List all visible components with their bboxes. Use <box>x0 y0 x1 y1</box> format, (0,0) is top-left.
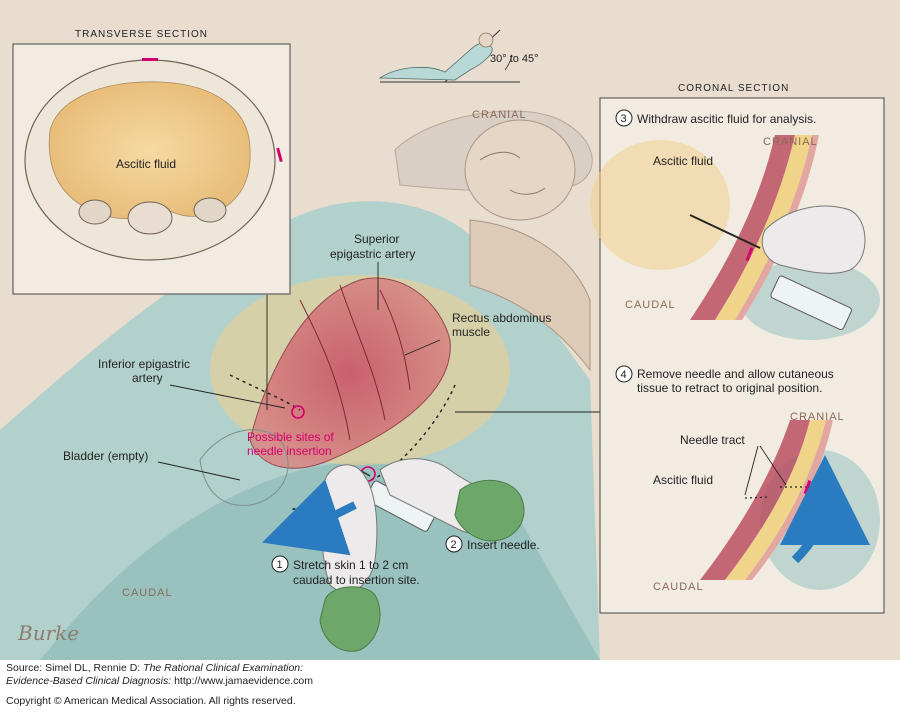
source-citation: Source: Simel DL, Rennie D: The Rational… <box>6 662 313 687</box>
svg-text:3: 3 <box>621 113 627 125</box>
transverse-title: TRANSVERSE SECTION <box>75 29 208 40</box>
bladder-label: Bladder (empty) <box>63 449 148 463</box>
leader-lines <box>157 262 600 481</box>
patient-position-inset: 30° to 45° <box>378 29 539 83</box>
needle-tract-dotted <box>744 486 808 499</box>
upper-needle <box>689 214 761 249</box>
ascitic-fluid-region <box>48 81 251 219</box>
step-2: 2 Insert needle. <box>445 535 540 553</box>
patient-head <box>464 119 576 221</box>
copyright-notice: Copyright © American Medical Association… <box>6 695 296 707</box>
upper-fluid-glow <box>590 140 730 270</box>
caudal-label: CAUDAL <box>122 587 173 599</box>
inferior-artery-label-1: Inferior epigastric <box>98 357 190 371</box>
transverse-marker-side <box>276 147 283 163</box>
upper-fat-layer <box>715 135 812 320</box>
spine-vertebra <box>127 201 173 235</box>
lower-skin-layer <box>745 420 833 580</box>
rectus-label-2: muscle <box>452 325 490 339</box>
upper-skin-layer <box>735 135 819 320</box>
step-1-badge <box>271 555 289 573</box>
patient-shoulder <box>469 219 591 372</box>
step-4-text-1: Remove needle and allow cutaneous <box>637 367 834 381</box>
step-3-badge <box>615 109 633 127</box>
angle-label: 30° to 45° <box>490 53 539 65</box>
cranial-label: CRANIAL <box>472 109 527 121</box>
rectus-label-1: Rectus abdominus <box>452 311 551 325</box>
coronal-section-inset: CORONAL SECTION 3 Withdraw ascitic fluid… <box>590 83 885 614</box>
step-1-text-2: caudad to insertion site. <box>293 573 420 587</box>
rectus-abdominus-muscle <box>249 277 451 469</box>
sleeve-right <box>454 479 525 542</box>
upper-caudal-label: CAUDAL <box>625 299 676 311</box>
artist-signature: Burke <box>17 621 79 645</box>
transverse-fluid-label: Ascitic fluid <box>116 157 176 171</box>
step-4-text-2: tissue to retract to original position. <box>637 381 822 395</box>
svg-text:4: 4 <box>621 369 627 381</box>
step-1: 1 Stretch skin 1 to 2 cm caudad to inser… <box>271 555 420 587</box>
pelvis-outline <box>199 429 289 506</box>
stretch-direction-arrow <box>262 479 357 556</box>
retraction-arrow <box>779 455 870 564</box>
superior-artery-label-2: epigastric artery <box>330 247 415 261</box>
coronal-title: CORONAL SECTION <box>678 83 789 94</box>
insertion-sites-label-1: Possible sites of <box>247 430 334 444</box>
upper-fluid-label: Ascitic fluid <box>653 154 713 168</box>
upper-skin-marker <box>745 247 754 262</box>
insertion-sites-label-2: needle insertion <box>247 444 332 458</box>
upper-glove <box>761 205 866 274</box>
upper-cranial-label: CRANIAL <box>763 136 818 148</box>
transverse-section-inset: TRANSVERSE SECTION Ascitic fluid <box>12 29 291 295</box>
upper-syringe <box>770 275 853 331</box>
coronal-lower <box>700 420 880 590</box>
needle-tract-label: Needle tract <box>680 433 745 447</box>
step-4-badge <box>615 365 633 383</box>
coronal-upper <box>590 135 880 340</box>
lower-fluid-label: Ascitic fluid <box>653 473 713 487</box>
svg-text:2: 2 <box>451 539 457 551</box>
ascites-paracentesis-illustration: 30° to 45° TRANSVERSE SECTION Ascitic fl… <box>0 0 900 660</box>
upper-muscle-layer <box>690 135 795 320</box>
lower-caudal-label: CAUDAL <box>653 581 704 593</box>
transverse-marker-top <box>142 58 158 61</box>
kidney-right <box>193 197 227 223</box>
inferior-artery-label-2: artery <box>132 371 163 385</box>
step-2-badge <box>445 535 463 553</box>
kidney-left <box>78 199 112 225</box>
svg-text:1: 1 <box>277 559 283 571</box>
step-1-text-1: Stretch skin 1 to 2 cm <box>293 558 408 572</box>
insertion-site-marker-upper <box>291 405 305 419</box>
step-2-text: Insert needle. <box>467 538 540 552</box>
lower-cranial-label: CRANIAL <box>790 411 845 423</box>
superior-artery-label-1: Superior <box>354 232 399 246</box>
step-3-text: Withdraw ascitic fluid for analysis. <box>637 112 816 126</box>
sleeve-left <box>319 586 381 652</box>
